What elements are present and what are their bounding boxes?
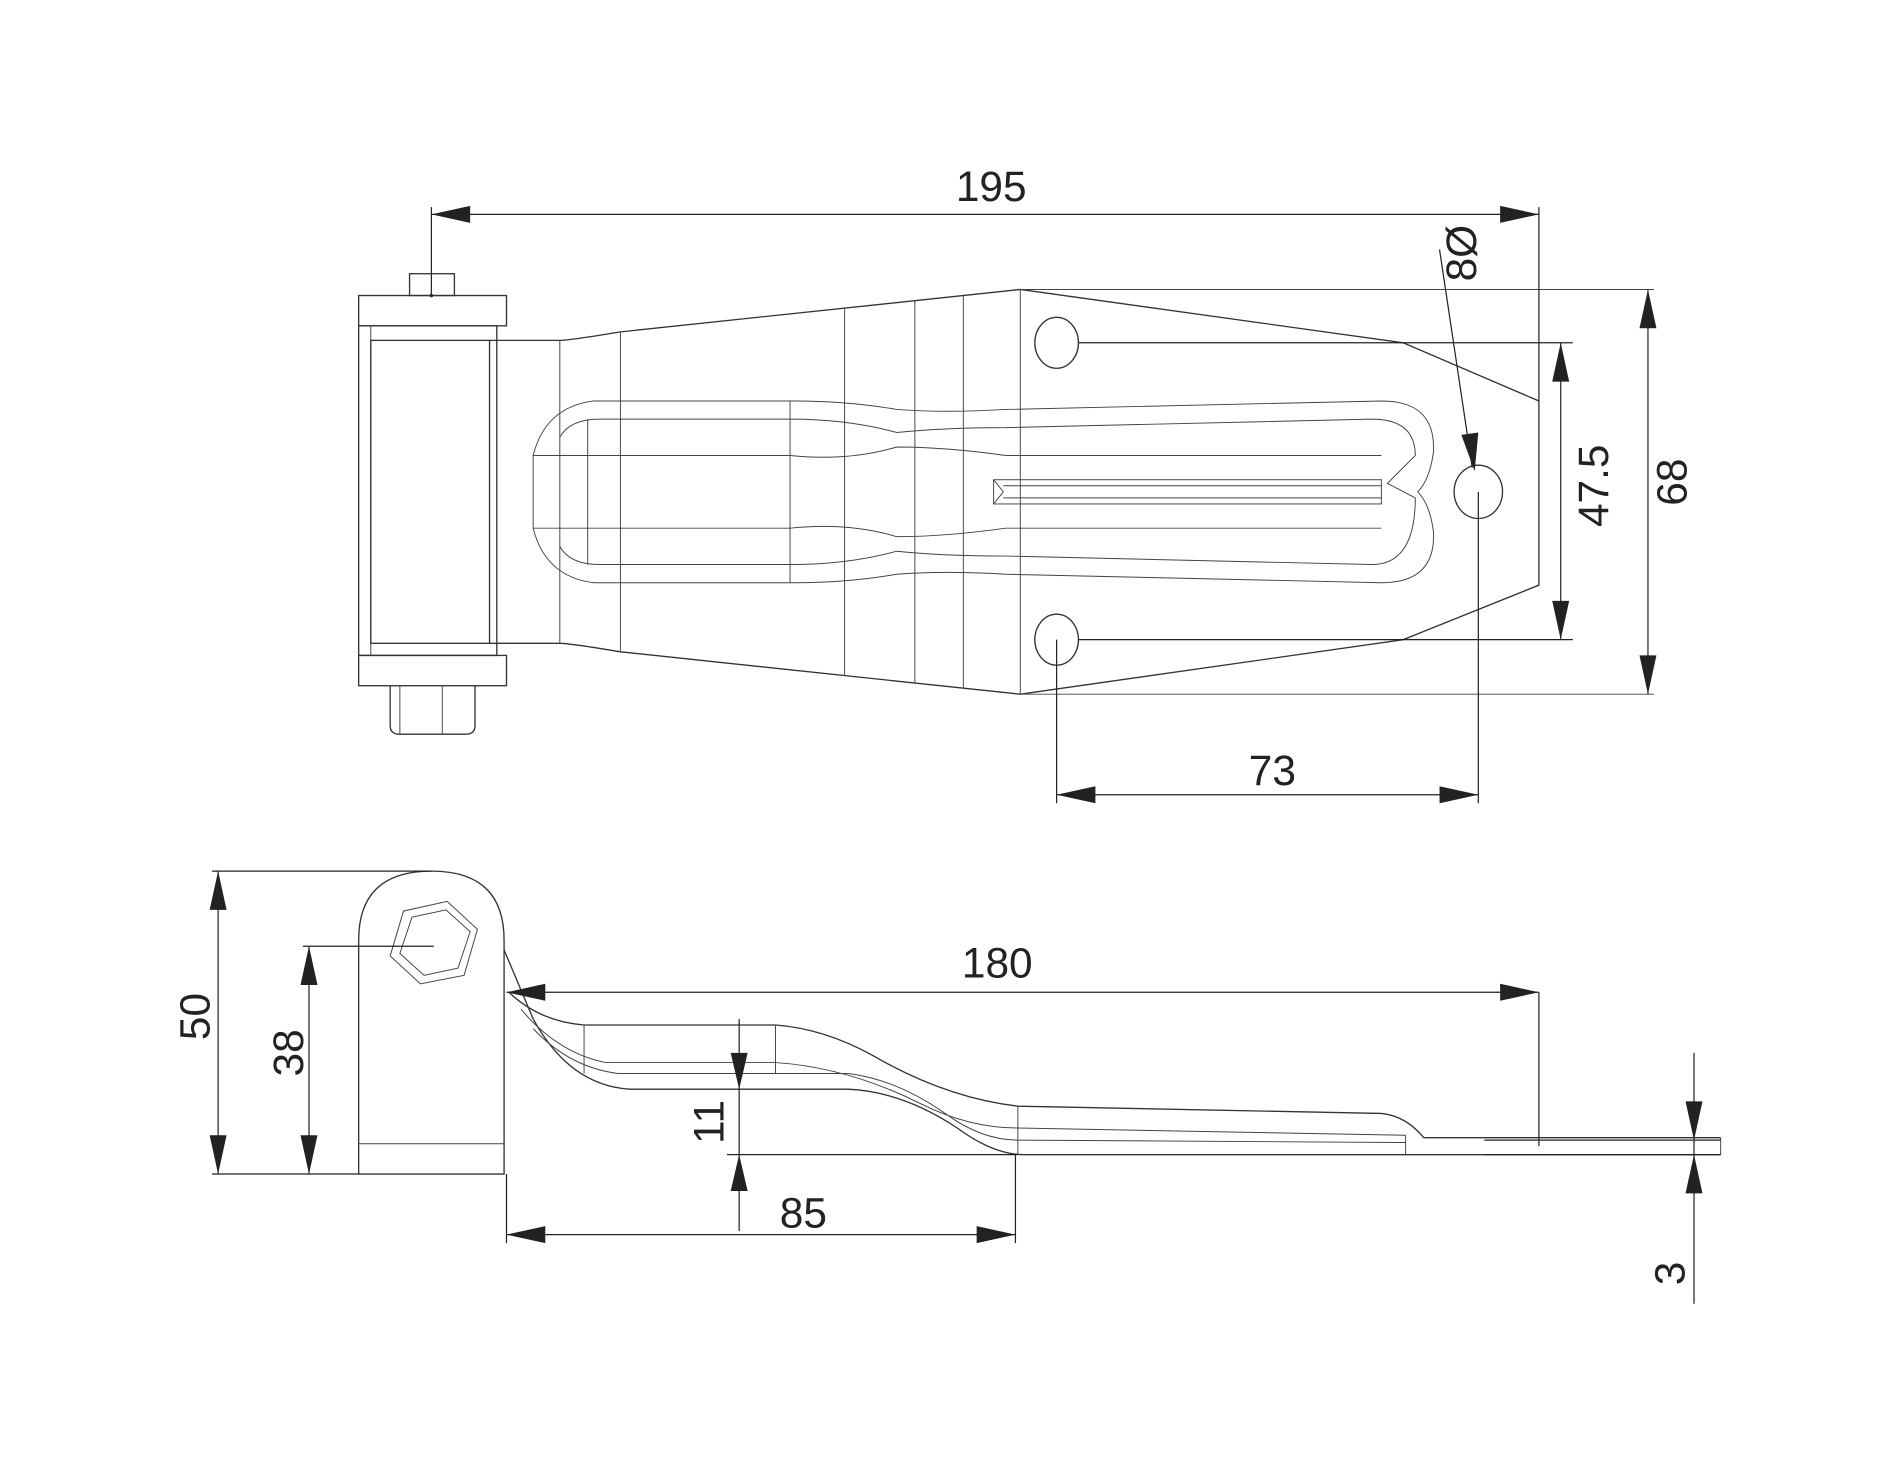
dimension-hole-diameter: 8Ø bbox=[1438, 225, 1485, 472]
dimension-47-5: 47.5 bbox=[1078, 342, 1617, 641]
dimension-label: 68 bbox=[1649, 459, 1696, 506]
dimension-label: 85 bbox=[780, 1189, 827, 1236]
dimension-label: 50 bbox=[172, 993, 219, 1040]
dimension-label: 11 bbox=[685, 1100, 732, 1144]
mounting-hole-top bbox=[1034, 316, 1080, 369]
leaf-profile bbox=[503, 949, 1722, 1156]
hinge-barrel bbox=[358, 273, 508, 735]
dimension-73: 73 bbox=[1056, 491, 1479, 804]
hex-nut-icon bbox=[389, 900, 478, 985]
knuckle bbox=[358, 870, 505, 1175]
dimension-11: 11 bbox=[685, 1018, 1018, 1231]
hinge-leaf bbox=[489, 288, 1655, 695]
side-view: 180 50 38 11 bbox=[172, 870, 1722, 1304]
dimension-label: 3 bbox=[1646, 1262, 1693, 1286]
dimension-3: 3 bbox=[1484, 1052, 1721, 1304]
dimension-85: 85 bbox=[505, 1154, 1017, 1244]
dimension-label: 47.5 bbox=[1570, 445, 1617, 528]
dimension-label: 73 bbox=[1249, 747, 1296, 794]
dimension-195: 195 bbox=[430, 163, 1540, 401]
dimension-68: 68 bbox=[1639, 289, 1696, 695]
top-view: 195 8Ø 47.5 68 bbox=[358, 163, 1696, 804]
dimension-38: 38 bbox=[265, 945, 434, 1175]
dimension-180: 180 bbox=[506, 940, 1540, 1147]
dimension-label: 8Ø bbox=[1438, 225, 1485, 282]
dimension-label: 38 bbox=[265, 1029, 312, 1076]
dimension-label: 180 bbox=[962, 940, 1033, 987]
dimension-label: 195 bbox=[956, 163, 1027, 210]
dimension-50: 50 bbox=[172, 870, 432, 1175]
